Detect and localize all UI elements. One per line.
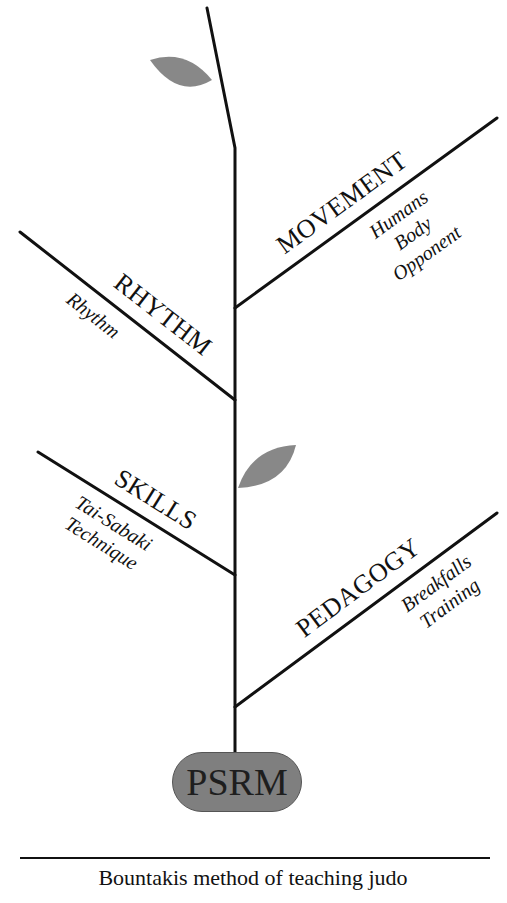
branch-title: PEDAGOGY (291, 534, 425, 642)
leaf (238, 445, 296, 488)
branch-line (38, 452, 235, 575)
node-text: PSRM (186, 763, 287, 801)
branch-line (235, 118, 497, 308)
caption-rule (20, 857, 490, 859)
branch-item: Rhythm (63, 288, 123, 341)
caption: Bountakis method of teaching judo (98, 866, 407, 890)
base-pill: PSRM (172, 752, 301, 812)
branch-line (20, 232, 235, 400)
leaf (150, 57, 212, 87)
branch-title: MOVEMENT (273, 147, 413, 259)
branch-line (235, 513, 497, 707)
